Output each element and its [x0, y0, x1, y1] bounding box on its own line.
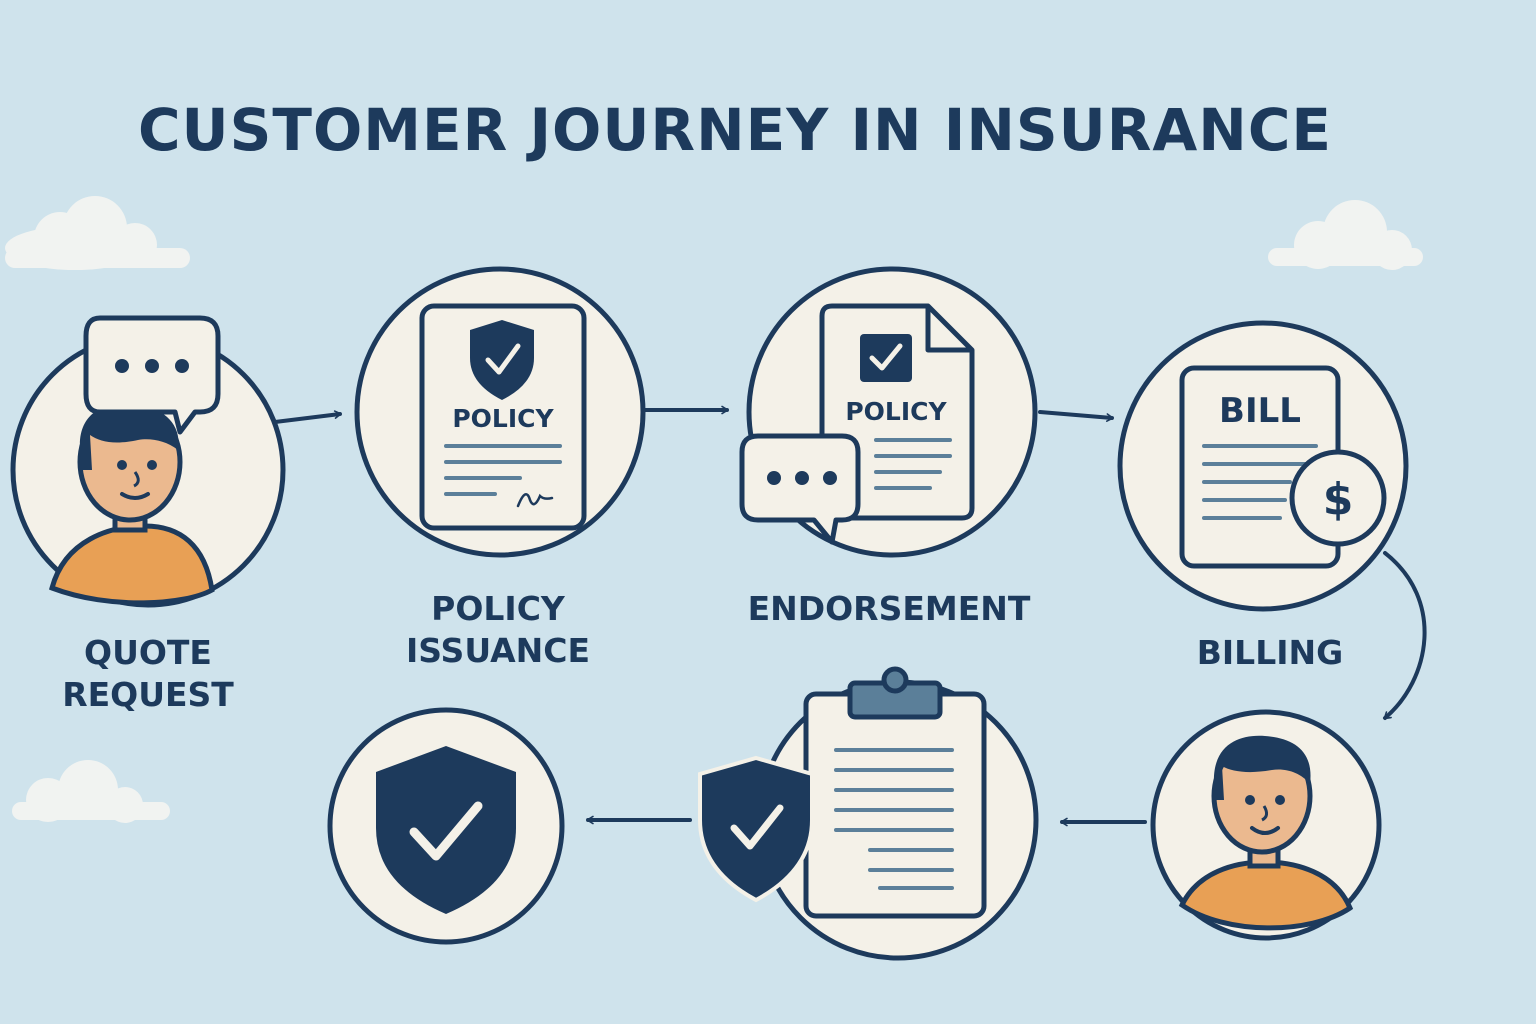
arrow-endorsement-to-billing [1038, 410, 1114, 422]
dollar-coin-icon: $ [1289, 449, 1387, 547]
endorsement-doc-text: POLICY [845, 397, 947, 426]
connector-arrows [273, 405, 1427, 827]
step-customer [1150, 709, 1382, 941]
coin-symbol: $ [1323, 474, 1354, 525]
policy-document-icon: POLICY [419, 303, 587, 531]
step-protected [327, 707, 565, 945]
clipboard-icon [803, 666, 987, 919]
policy-doc-text: POLICY [452, 404, 554, 433]
step-endorsement: POLICY [739, 266, 1038, 558]
person-icon [48, 401, 215, 606]
label-policy-issuance: POLICY ISSUANCE [405, 589, 591, 670]
step-billing: BILL $ [1117, 320, 1409, 612]
step-quote-request [10, 315, 286, 608]
label-quote-request: QUOTE REQUEST [62, 633, 234, 714]
step-claim-form [698, 666, 1039, 961]
shield-check-icon [376, 746, 516, 914]
speech-bubble-icon [739, 433, 861, 545]
speech-bubble-icon [83, 315, 221, 435]
cloud-right-top [1268, 200, 1423, 270]
label-billing: BILLING [1196, 633, 1344, 672]
shield-check-icon [470, 320, 534, 400]
label-endorsement: ENDORSEMENT [747, 589, 1031, 628]
arrow-quote-to-issuance [273, 410, 342, 424]
cloud-left-bottom [12, 760, 170, 823]
bill-doc-text: BILL [1219, 391, 1301, 431]
checkbox-icon [860, 334, 912, 382]
signature-icon [516, 493, 554, 508]
person-icon [1178, 735, 1354, 931]
cloud-left-top [5, 196, 190, 270]
arrow-billing-to-customer [1383, 551, 1427, 720]
page-title: CUSTOMER JOURNEY IN INSURANCE [137, 96, 1333, 164]
shield-check-icon [698, 755, 814, 903]
step-policy-issuance: POLICY [354, 266, 646, 558]
